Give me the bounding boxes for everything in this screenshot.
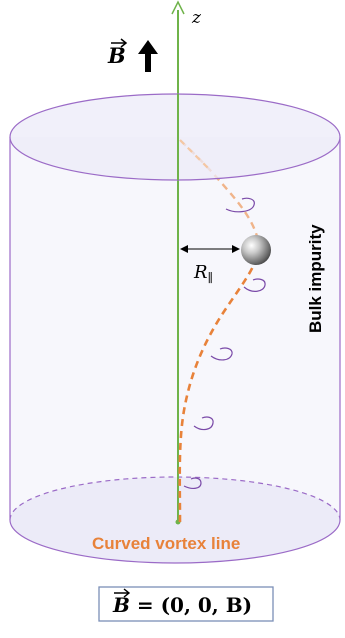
circulation-arrow-4 bbox=[193, 416, 214, 431]
bottom-face bbox=[10, 477, 340, 563]
z-axis-label: z bbox=[191, 8, 202, 28]
impurity-label: Bulk impurity bbox=[306, 224, 325, 333]
equation: B = (0, 0, B) bbox=[112, 593, 252, 617]
vortex-label: Curved vortex line bbox=[92, 534, 240, 553]
equation-vector-bar bbox=[114, 588, 131, 598]
circulation-arrow-2 bbox=[243, 278, 266, 292]
bottom-back-edge bbox=[9, 476, 341, 521]
circulation-arrow-3 bbox=[210, 347, 233, 361]
distance-symbol: R bbox=[193, 262, 208, 283]
circulation-arrow-5 bbox=[183, 477, 202, 489]
circulation-arrows bbox=[183, 197, 266, 489]
impurity-sphere bbox=[241, 235, 271, 265]
circulation-arrow-1 bbox=[225, 197, 255, 213]
field-symbol: B bbox=[107, 43, 126, 68]
vortex-line-top bbox=[179, 139, 211, 171]
z-axis-arrowhead bbox=[171, 0, 185, 15]
distance-label: R∥ bbox=[193, 262, 213, 285]
field-direction-arrow bbox=[138, 40, 158, 72]
equation-lhs: B bbox=[112, 593, 130, 617]
equation-rhs: = (0, 0, B) bbox=[130, 593, 252, 617]
vortex-line-lower bbox=[178, 239, 260, 523]
bottom-front-edge bbox=[9, 519, 341, 564]
top-face bbox=[9, 93, 341, 181]
cylinder-body bbox=[10, 137, 340, 520]
field-vector-bar bbox=[111, 38, 128, 48]
equation-box bbox=[98, 586, 274, 622]
distance-subscript: ∥ bbox=[208, 271, 214, 285]
